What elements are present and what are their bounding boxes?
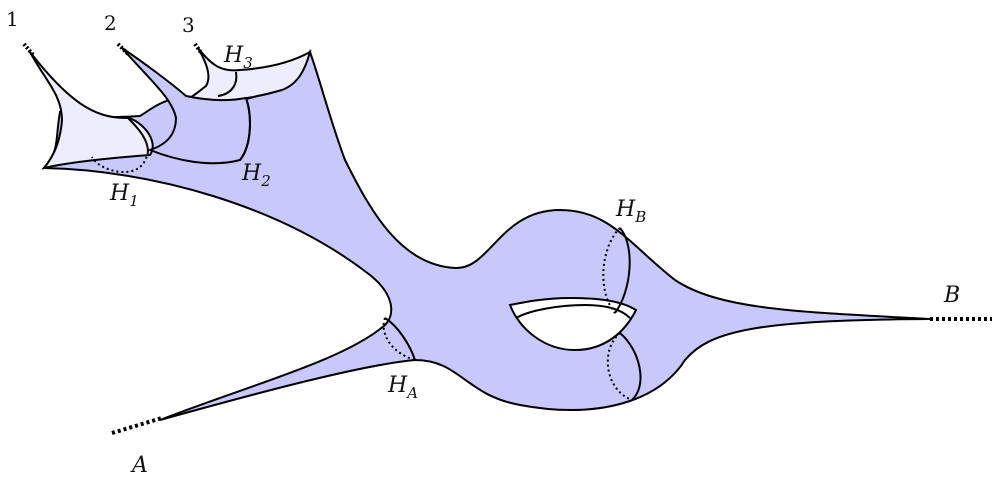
sheet-end-1 xyxy=(30,52,153,168)
label-end-3: 3 xyxy=(182,13,195,37)
tail-end-1 xyxy=(24,44,34,56)
label-hb: HB xyxy=(615,197,646,226)
label-h3: H3 xyxy=(223,43,253,72)
label-h1: H1 xyxy=(109,181,139,210)
tail-end-a xyxy=(112,418,162,433)
label-end-a: A xyxy=(130,453,148,478)
label-end-2: 2 xyxy=(104,11,117,35)
label-end-b: B xyxy=(943,283,960,308)
label-end-1: 1 xyxy=(6,7,19,31)
label-ha: HA xyxy=(387,373,418,402)
